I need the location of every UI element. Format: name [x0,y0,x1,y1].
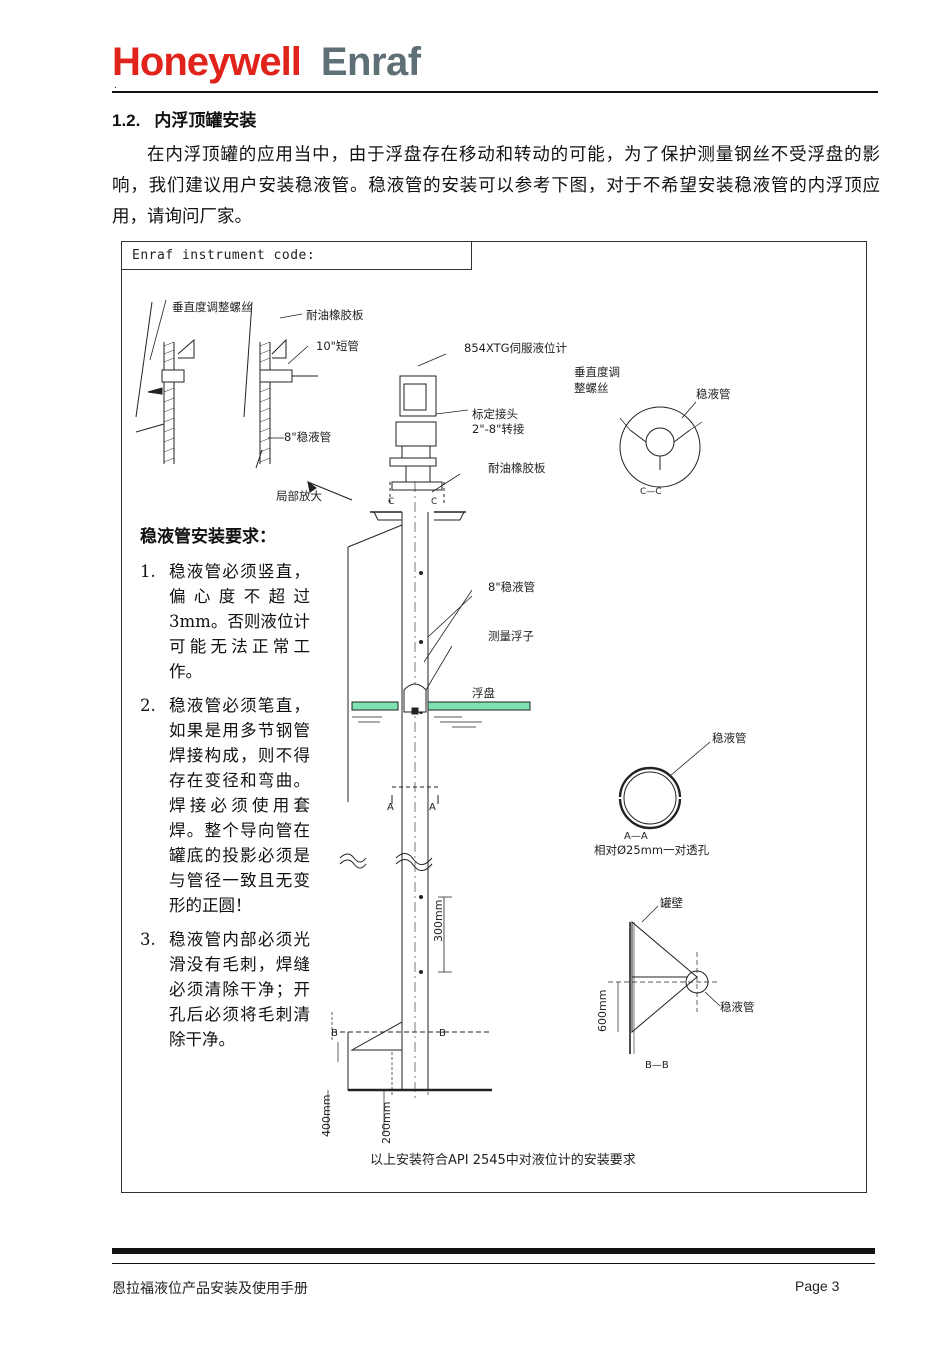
header-dot: . [114,80,117,91]
requirements-title: 稳液管安装要求： [140,527,276,547]
break-symbols [339,853,433,871]
requirement-item: 2. 稳液管必须笔直，如果是用多节钢管焊接构成，则不得存在变径和弯曲。焊接必须使用… [140,693,310,918]
header-rule [112,91,878,93]
footer-rule-thin [112,1263,875,1264]
requirements-block: 稳液管安装要求： 1. 稳液管必须竖直，偏心度不超过 3mm。否则液位计可能无法正… [140,522,310,1061]
requirements-list: 1. 稳液管必须竖直，偏心度不超过 3mm。否则液位计可能无法正常工作。 2. 稳液… [140,559,310,1052]
label-vertical-screw: 垂直度调整螺丝 [172,300,253,314]
dim-600: 600mm [596,990,609,1032]
mark-a-right: A [429,802,436,813]
label-gauge: 854XTG伺服液位计 [464,341,568,355]
label-calibration-joint: 标定接头 [472,407,518,421]
requirement-text: 稳液管必须笔直，如果是用多节钢管焊接构成，则不得存在变径和弯曲。焊接必须使用套焊… [169,696,310,915]
footer-manual-title: 恩拉福液位产品安装及使用手册 [112,1281,308,1297]
figure-caption: 以上安装符合API 2545中对液位计的安装要求 [370,1152,636,1168]
detail-view [135,299,353,501]
section-cc-view [619,401,703,488]
dim-200: 200mm [380,1102,393,1144]
label-float: 测量浮子 [488,629,534,643]
mark-c-right: C [431,497,437,507]
requirement-number: 3. [140,930,156,949]
label-oil-rubber-detail: 耐油橡胶板 [306,308,364,322]
label-short-pipe: 10"短管 [316,339,359,353]
label-holes: 相对Ø25mm一对透孔 [594,843,710,857]
requirement-text: 稳液管必须竖直，偏心度不超过 3mm。否则液位计可能无法正常工作。 [169,562,310,681]
label-vertical-adjust-1: 垂直度调 [574,365,620,379]
stilling-pipe [401,482,473,1102]
label-section-bb: B—B [645,1060,669,1071]
footer-page-number: Page 3 [795,1278,840,1294]
requirement-number: 2. [140,696,156,715]
requirement-item: 1. 稳液管必须竖直，偏心度不超过 3mm。否则液位计可能无法正常工作。 [140,559,310,684]
label-local-zoom: 局部放大 [276,489,322,503]
label-floating-deck: 浮盘 [472,686,495,700]
bottom-section [327,1012,492,1134]
mark-b-right: B [439,1028,446,1039]
section-number: 1.2. [112,111,141,130]
section-aa-view [618,741,711,830]
label-section-aa: A—A [624,831,648,842]
dimension-300 [438,896,452,973]
label-stilling-pipe-detail: 8"稳液管 [284,430,331,444]
label-vertical-adjust-2: 整螺丝 [574,381,609,395]
intro-paragraph: 在内浮顶罐的应用当中，由于浮盘存在移动和转动的可能，为了保护测量钢丝不受浮盘的影… [112,145,880,227]
brand-honeywell: Honeywell [112,40,302,84]
mark-b-left: B [331,1028,338,1039]
section-bb-view [608,905,721,1054]
dim-400: 400mm [320,1095,333,1137]
label-stilling-pipe-ring: 稳液管 [712,731,747,745]
mark-a-left: A [387,802,394,813]
section-heading: 1.2. 内浮顶罐安装 [112,106,256,131]
requirement-item: 3. 稳液管内部必须光滑没有毛刺，焊缝必须清除干净；开孔后必须将毛刺清除干净。 [140,927,310,1052]
installation-figure: Enraf instrument code: [121,241,867,1193]
label-stilling-pipe-top: 稳液管 [696,387,731,401]
tank-roof [347,482,466,802]
brand-enraf: Enraf [320,40,421,84]
dim-300: 300mm [432,900,445,942]
requirement-number: 1. [140,562,156,581]
label-stilling-pipe-8: 8"稳液管 [488,580,535,594]
label-tank-wall: 罐壁 [660,896,683,910]
aa-marks [391,786,439,804]
brand-logo: Honeywell Enraf [112,40,421,86]
requirement-text: 稳液管内部必须光滑没有毛刺，焊缝必须清除干净；开孔后必须将毛刺清除干净。 [169,930,310,1049]
gauge-assembly [389,353,469,493]
instrument-code-box: Enraf instrument code: [122,242,472,270]
floating-deck [351,683,531,728]
label-adapter: 2"-8"转接 [472,422,525,436]
section-title: 内浮顶罐安装 [154,111,257,130]
installation-drawing: 垂直度调整螺丝 耐油橡胶板 10"短管 8"稳液管 局部放大 854XTG伺服液… [135,299,755,1168]
label-stilling-pipe-bb: 稳液管 [720,1000,755,1014]
detail-hatch [163,341,271,463]
footer-rule-thick [112,1248,875,1254]
label-section-cc: C—C [640,487,662,497]
mark-c-left: C [388,497,394,507]
label-oil-rubber: 耐油橡胶板 [488,461,546,475]
